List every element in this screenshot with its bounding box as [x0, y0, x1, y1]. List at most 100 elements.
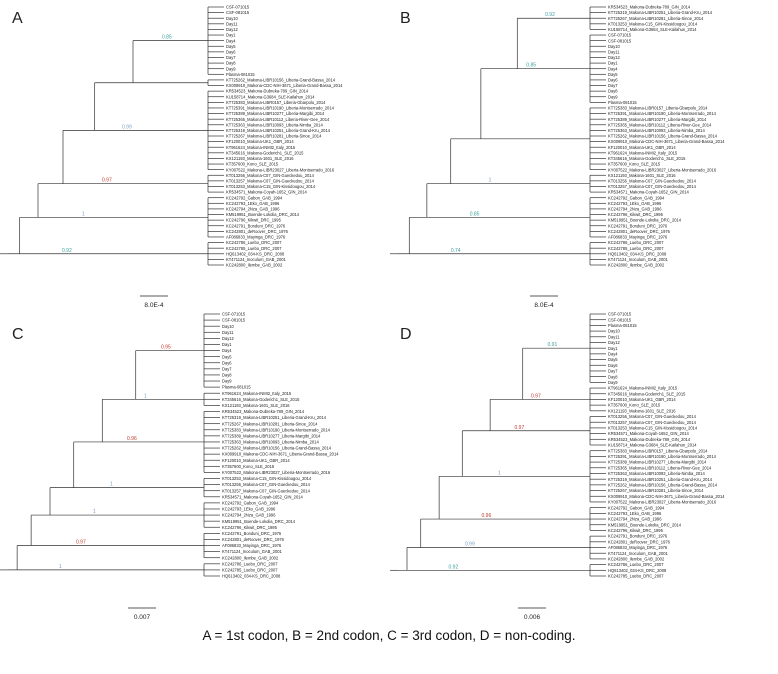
- tip-label: KT471124_Inoculum_GAB_2001: [226, 257, 287, 262]
- tip-label: KT725267_Makona-LIBR10281_Liberia-Sinoe_…: [222, 421, 318, 426]
- tip-label: KT357600_Kono_SLE_2015: [608, 162, 661, 167]
- tip-label: KX009910_Makona-CDC-NIH-3671_Liberia-Gra…: [608, 139, 725, 144]
- tip-label: KR534523_Makona-Dubreka-789_GIN_2014: [226, 89, 309, 94]
- support-value: 0.97: [515, 425, 525, 431]
- tip-label: KX009910_Makona-CDC-NIH-3671_Liberia-Gra…: [222, 452, 339, 457]
- tip-label: KC242800_Ilembe_GAB_2002: [608, 263, 665, 268]
- tip-label: HQ613402_034-KS_DRC_2008: [226, 251, 285, 256]
- tip-label: KU158714_Makona-G3684_SLE-Kailahun_2014: [608, 27, 697, 32]
- tip-label: HQ613402_034-KS_DRC_2008: [608, 568, 667, 573]
- tip-label: KC242801_deRoover_DRC_1976: [222, 537, 285, 542]
- support-value: 1: [489, 178, 492, 184]
- tip-label: KC242794_2Nza_GAB_1996: [222, 513, 276, 518]
- tip-label: Day6: [608, 363, 618, 368]
- tip-label: KX121193_Makona-1601_SLE_2016: [608, 408, 676, 413]
- tip-label: KY007522_Makona-LIBR23027_Liberia-Montse…: [608, 167, 717, 172]
- tip-label: Day5: [226, 44, 236, 49]
- tip-label: KR534571_Makona-Coyah-1652_GIN_2014: [608, 431, 690, 436]
- tip-label: KT725363_Makona-LIBR10093_Liberia-Nimba_…: [608, 128, 705, 133]
- tip-label: Plasma-081015: [226, 72, 255, 77]
- tip-label: KT725391_Makona-LIBR10190_Liberia-Montse…: [608, 454, 717, 459]
- tip-label: Day7: [608, 369, 618, 374]
- tip-label: Day8: [226, 61, 236, 66]
- panel-a-letter: A: [12, 10, 23, 27]
- panel-c-letter: C: [12, 326, 24, 343]
- tip-label: KT345616_Makona-Goderich1_SLE_2015: [608, 391, 686, 396]
- tip-label: KC242794_2Nza_GAB_1996: [608, 207, 662, 212]
- tip-label: KT725319_Makona-LIBR10251_Liberia-Grand-…: [226, 128, 331, 133]
- tip-label: KT013253_Makona-C15_GIN-Kissidougou_2014: [608, 426, 698, 431]
- tip-label: KT725267_Makona-LIBR10281_Liberia-Sinoe_…: [226, 134, 322, 139]
- tip-label: KT725383_Makona-LIBR0157_Liberia-Gbarpol…: [608, 448, 708, 453]
- support-value: 0.92: [545, 12, 555, 18]
- tip-label: Day11: [226, 21, 238, 26]
- tip-label: KT357600_Kono_SLE_2015: [608, 403, 661, 408]
- tip-label: Day1: [222, 342, 232, 347]
- tip-label: KC242785_Luebo_DRC_2007: [608, 246, 664, 251]
- tip-label: KC242791_Bonduni_DRC_1976: [222, 531, 282, 536]
- tip-label: KT725365_Makona-LIBR10112_Liberia-River-…: [226, 117, 330, 122]
- tip-label: KC242792_Gabon_GAB_1994: [608, 505, 665, 510]
- tip-label: KC242785_Luebo_DRC_2007: [608, 574, 664, 579]
- support-value: 1: [82, 211, 85, 217]
- tip-label: KT725365_Makona-LIBR10112_Liberia-River-…: [608, 122, 712, 127]
- tip-label: KY007522_Makona-LIBR23027_Liberia-Montse…: [222, 470, 331, 475]
- tip-label: KT013257_Makona-C07_GIN-Gueckedou_2014: [226, 178, 315, 183]
- tip-label: KT725319_Makona-LIBR10251_Liberia-Grand-…: [608, 477, 713, 482]
- tip-label: KT725262_Makona-LIBR10156_Liberia-Grand-…: [222, 446, 332, 451]
- tip-label: KM519951_Boende-Lokolia_DRC_2014: [608, 218, 682, 223]
- tip-label: Plasma-081015: [608, 100, 637, 105]
- tip-label: KT725389_Makona-LIBR10277_Liberia-Margib…: [608, 460, 707, 465]
- tip-label: KT725383_Makona-LIBR0157_Liberia-Gbarpol…: [226, 100, 326, 105]
- tip-label: KT725383_Makona-LIBR10190_Liberia-Montse…: [222, 427, 331, 432]
- tip-label: Day8: [608, 89, 618, 94]
- tip-label: KT725363_Makona-LIBR10093_Liberia-Nimba_…: [226, 122, 323, 127]
- tip-label: Day7: [222, 366, 232, 371]
- tip-label: KT345616_Makona-Goderich1_SLE_2015: [226, 150, 304, 155]
- tip-label: KT725262_Makona-LIBR10156_Liberia-Grand-…: [608, 482, 718, 487]
- support-value: 0.85: [526, 63, 536, 69]
- support-value: 0.95: [161, 345, 171, 351]
- tip-label: KM519951_Boende-Lokolia_DRC_2014: [608, 522, 682, 527]
- support-value: 0.97: [102, 178, 112, 184]
- support-value: 0.85: [470, 211, 480, 217]
- support-value: 0.97: [76, 540, 86, 546]
- tip-label: CSF-071015: [222, 312, 246, 317]
- tip-label: KC242792_Gabon_GAB_1994: [222, 500, 279, 505]
- tip-label: Day4: [608, 351, 618, 356]
- support-value: 0.85: [162, 35, 172, 41]
- tip-label: KR534571_Makona-Coyah-1652_GIN_2014: [608, 190, 690, 195]
- tip-label: Day12: [222, 336, 235, 341]
- tip-label: KF120010_Makona-UK1_GBR_2014: [222, 458, 290, 463]
- tip-label: KT961624_Makona-INMI2_Italy_2015: [608, 386, 678, 391]
- tip-label: KX121193_Makona-1601_SLE_2016: [608, 173, 676, 178]
- tip-label: KT013253_Makona-C15_GIN-Kissidougou_2014: [222, 476, 312, 481]
- tip-label: Day11: [608, 49, 620, 54]
- tip-label: KT725383_Makona-LIBR0157_Liberia-Gbarpol…: [608, 106, 708, 111]
- tip-label: KT471124_Inoculum_GAB_2001: [222, 549, 283, 554]
- tip-label: KT725267_Makona-LIBR10281_Liberia-Sinoe_…: [608, 16, 704, 21]
- tip-label: KT357600_Kono_SLE_2015: [226, 162, 279, 167]
- tip-label: KC242791_Bonduni_DRC_1976: [608, 223, 668, 228]
- tip-label: Day5: [608, 357, 618, 362]
- scale-bar-label: 8.0E-4: [534, 302, 554, 309]
- tip-label: Day12: [608, 55, 621, 60]
- tip-label: KT725389_Makona-LIBR10277_Liberia-Margib…: [226, 111, 325, 116]
- support-value: 0.74: [451, 248, 461, 254]
- tip-label: Plasma-081015: [222, 385, 251, 390]
- tip-label: KY007522_Makona-LIBR23027_Liberia-Montse…: [226, 167, 335, 172]
- tip-label: Day1: [608, 61, 618, 66]
- tip-label: KT725389_Makona-LIBR10277_Liberia-Margib…: [608, 117, 707, 122]
- panel-b-letter: B: [400, 10, 411, 27]
- tip-label: KR534523_Makona-Dubreka-789_GIN_2014: [608, 5, 691, 10]
- tip-label: Day12: [608, 340, 621, 345]
- scale-bar-label: 8.0E-4: [144, 302, 164, 309]
- support-value: 0.92: [62, 248, 72, 254]
- tip-label: KF120010_Makona-UK1_GBR_2014: [226, 139, 294, 144]
- tip-label: KC242794_2Nza_GAB_1996: [608, 517, 662, 522]
- tip-label: KC242786_Luebo_DRC_2007: [226, 240, 282, 245]
- support-value: 1: [110, 482, 113, 488]
- support-value: 0.92: [449, 564, 459, 570]
